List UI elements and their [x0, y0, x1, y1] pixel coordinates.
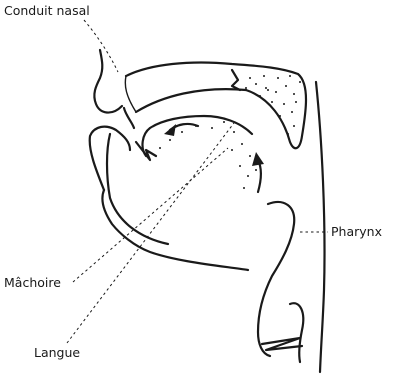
label-nasal-conduit: Conduit nasal	[4, 3, 90, 18]
jaw-outline	[102, 190, 248, 270]
upper-teeth	[124, 108, 134, 128]
airflow-arrowhead-pharynx	[252, 152, 264, 166]
label-tongue: Langue	[34, 345, 80, 360]
lower-teeth	[136, 142, 156, 160]
nasal-cavity	[126, 63, 306, 149]
nasal-notch	[232, 70, 240, 90]
nasal-floor	[125, 76, 136, 112]
larynx-outline	[290, 303, 303, 362]
pharynx-front-wall	[258, 202, 294, 356]
airflow-arrowhead-mouth	[164, 124, 176, 136]
nose-outline	[94, 50, 122, 113]
airflow-stipple	[159, 75, 301, 189]
hard-palate	[136, 89, 246, 112]
tongue-outline	[143, 116, 252, 156]
label-pharynx: Pharynx	[331, 224, 382, 239]
label-jaw: Mâchoire	[4, 275, 61, 290]
pharynx-back-wall	[316, 82, 325, 372]
vocal-folds	[262, 338, 302, 350]
leader-nasal-conduit	[84, 20, 118, 72]
